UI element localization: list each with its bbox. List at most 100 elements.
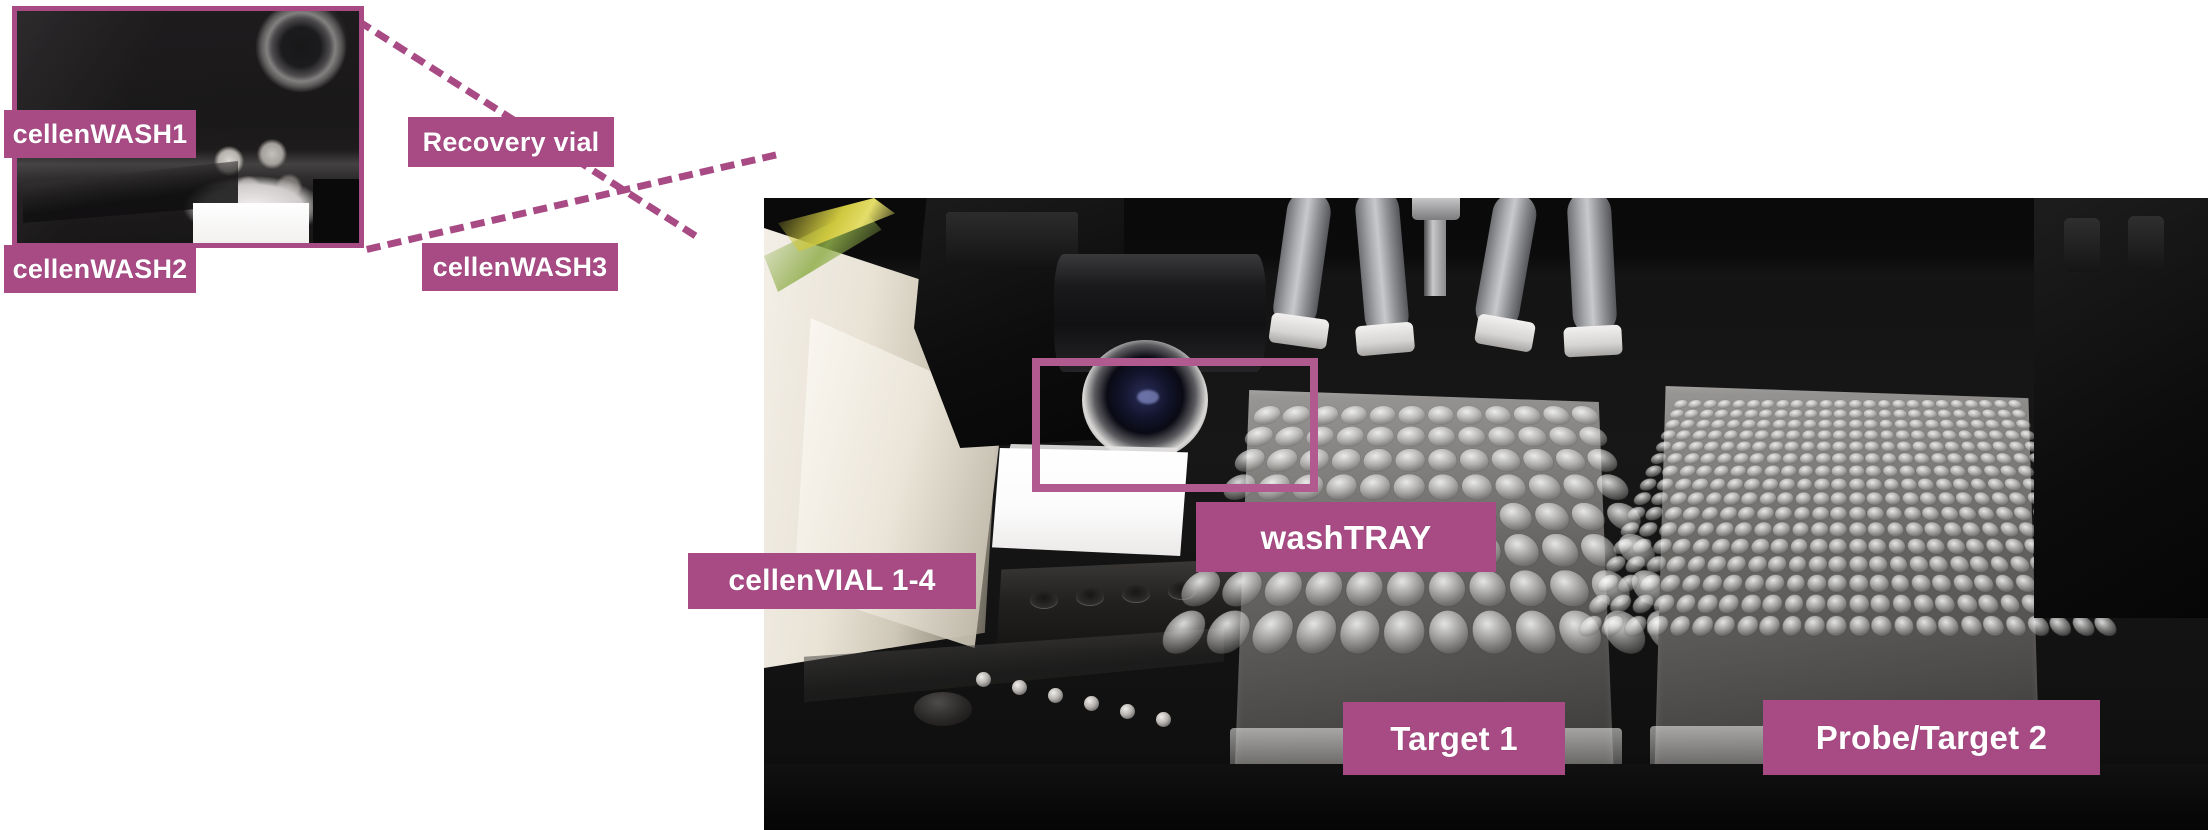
well <box>1677 465 1697 478</box>
well <box>1644 555 1668 573</box>
well <box>1773 409 1789 419</box>
well <box>1703 492 1724 506</box>
well <box>1833 419 1848 430</box>
well <box>1758 409 1774 419</box>
well <box>1658 430 1678 441</box>
label-washtray: washTRAY <box>1196 502 1496 572</box>
well <box>1792 506 1811 521</box>
well <box>1673 594 1699 614</box>
well <box>1660 465 1681 478</box>
well <box>1907 409 1923 419</box>
well <box>1705 555 1728 573</box>
rail-screw <box>1048 688 1063 703</box>
well <box>1909 419 1925 430</box>
vial-position-3 <box>1122 585 1150 602</box>
well <box>1863 409 1878 419</box>
well <box>1878 409 1893 419</box>
well <box>1962 453 1981 465</box>
well <box>1334 426 1366 447</box>
well <box>1896 441 1913 452</box>
well <box>1615 574 1642 593</box>
well <box>1664 555 1688 573</box>
well <box>1895 430 1911 441</box>
well <box>1939 419 1956 430</box>
label-cellenwash3: cellenWASH3 <box>422 243 618 291</box>
well <box>1670 538 1693 555</box>
well <box>1981 615 2006 636</box>
well <box>1913 453 1931 465</box>
well <box>1246 611 1297 654</box>
well <box>1903 506 1922 521</box>
well <box>1497 502 1535 531</box>
well <box>1769 430 1786 441</box>
well <box>1690 430 1708 441</box>
well <box>1848 492 1866 506</box>
well <box>1709 419 1727 430</box>
well <box>1687 400 1704 409</box>
well <box>1979 522 2001 537</box>
well <box>1769 538 1790 555</box>
well <box>1878 419 1894 430</box>
well <box>1683 409 1700 419</box>
well <box>1728 409 1745 419</box>
well <box>1863 400 1877 409</box>
well <box>1789 400 1805 409</box>
well <box>1990 492 2011 506</box>
well <box>1864 430 1879 441</box>
well <box>1814 465 1831 478</box>
well <box>1698 409 1715 419</box>
well <box>1771 419 1787 430</box>
well <box>1868 538 1887 555</box>
well <box>1865 453 1881 465</box>
rail-screw <box>1156 712 1171 727</box>
well <box>1809 538 1828 555</box>
well <box>1546 426 1580 447</box>
well <box>1714 522 1735 537</box>
well <box>1735 441 1753 452</box>
well <box>2003 615 2029 636</box>
well <box>1848 419 1863 430</box>
well <box>1888 555 1909 573</box>
well <box>1969 419 1987 430</box>
well <box>1815 453 1831 465</box>
well <box>1885 506 1903 521</box>
well <box>1972 574 1996 593</box>
well <box>1972 430 1990 441</box>
well <box>1868 555 1888 573</box>
well <box>1881 453 1898 465</box>
well <box>1337 611 1382 654</box>
well <box>1690 538 1712 555</box>
well <box>1668 409 1686 419</box>
well <box>1941 430 1958 441</box>
hood-slot <box>2128 216 2164 270</box>
well <box>1338 406 1368 425</box>
well <box>1984 538 2006 555</box>
washtray-highlight-rectangle <box>1032 358 1318 492</box>
well <box>1937 492 1956 506</box>
well <box>1694 465 1714 478</box>
well <box>1745 400 1761 409</box>
well <box>1928 441 1945 452</box>
well <box>1743 409 1759 419</box>
well <box>1813 478 1830 491</box>
well <box>1698 453 1717 465</box>
well <box>1848 409 1863 419</box>
well <box>1682 453 1701 465</box>
well <box>1665 453 1685 465</box>
well <box>1740 492 1759 506</box>
well <box>1866 492 1884 506</box>
well <box>1972 492 1992 506</box>
well <box>1826 615 1847 636</box>
well <box>1539 534 1582 567</box>
well <box>1783 441 1800 452</box>
well <box>1964 538 1986 555</box>
well <box>1778 478 1796 491</box>
well <box>1910 430 1927 441</box>
well <box>1702 441 1721 452</box>
well <box>1849 615 1870 636</box>
well <box>1516 426 1549 447</box>
well <box>1887 538 1907 555</box>
well <box>1794 492 1812 506</box>
well <box>1957 506 1978 521</box>
well <box>1776 492 1795 506</box>
